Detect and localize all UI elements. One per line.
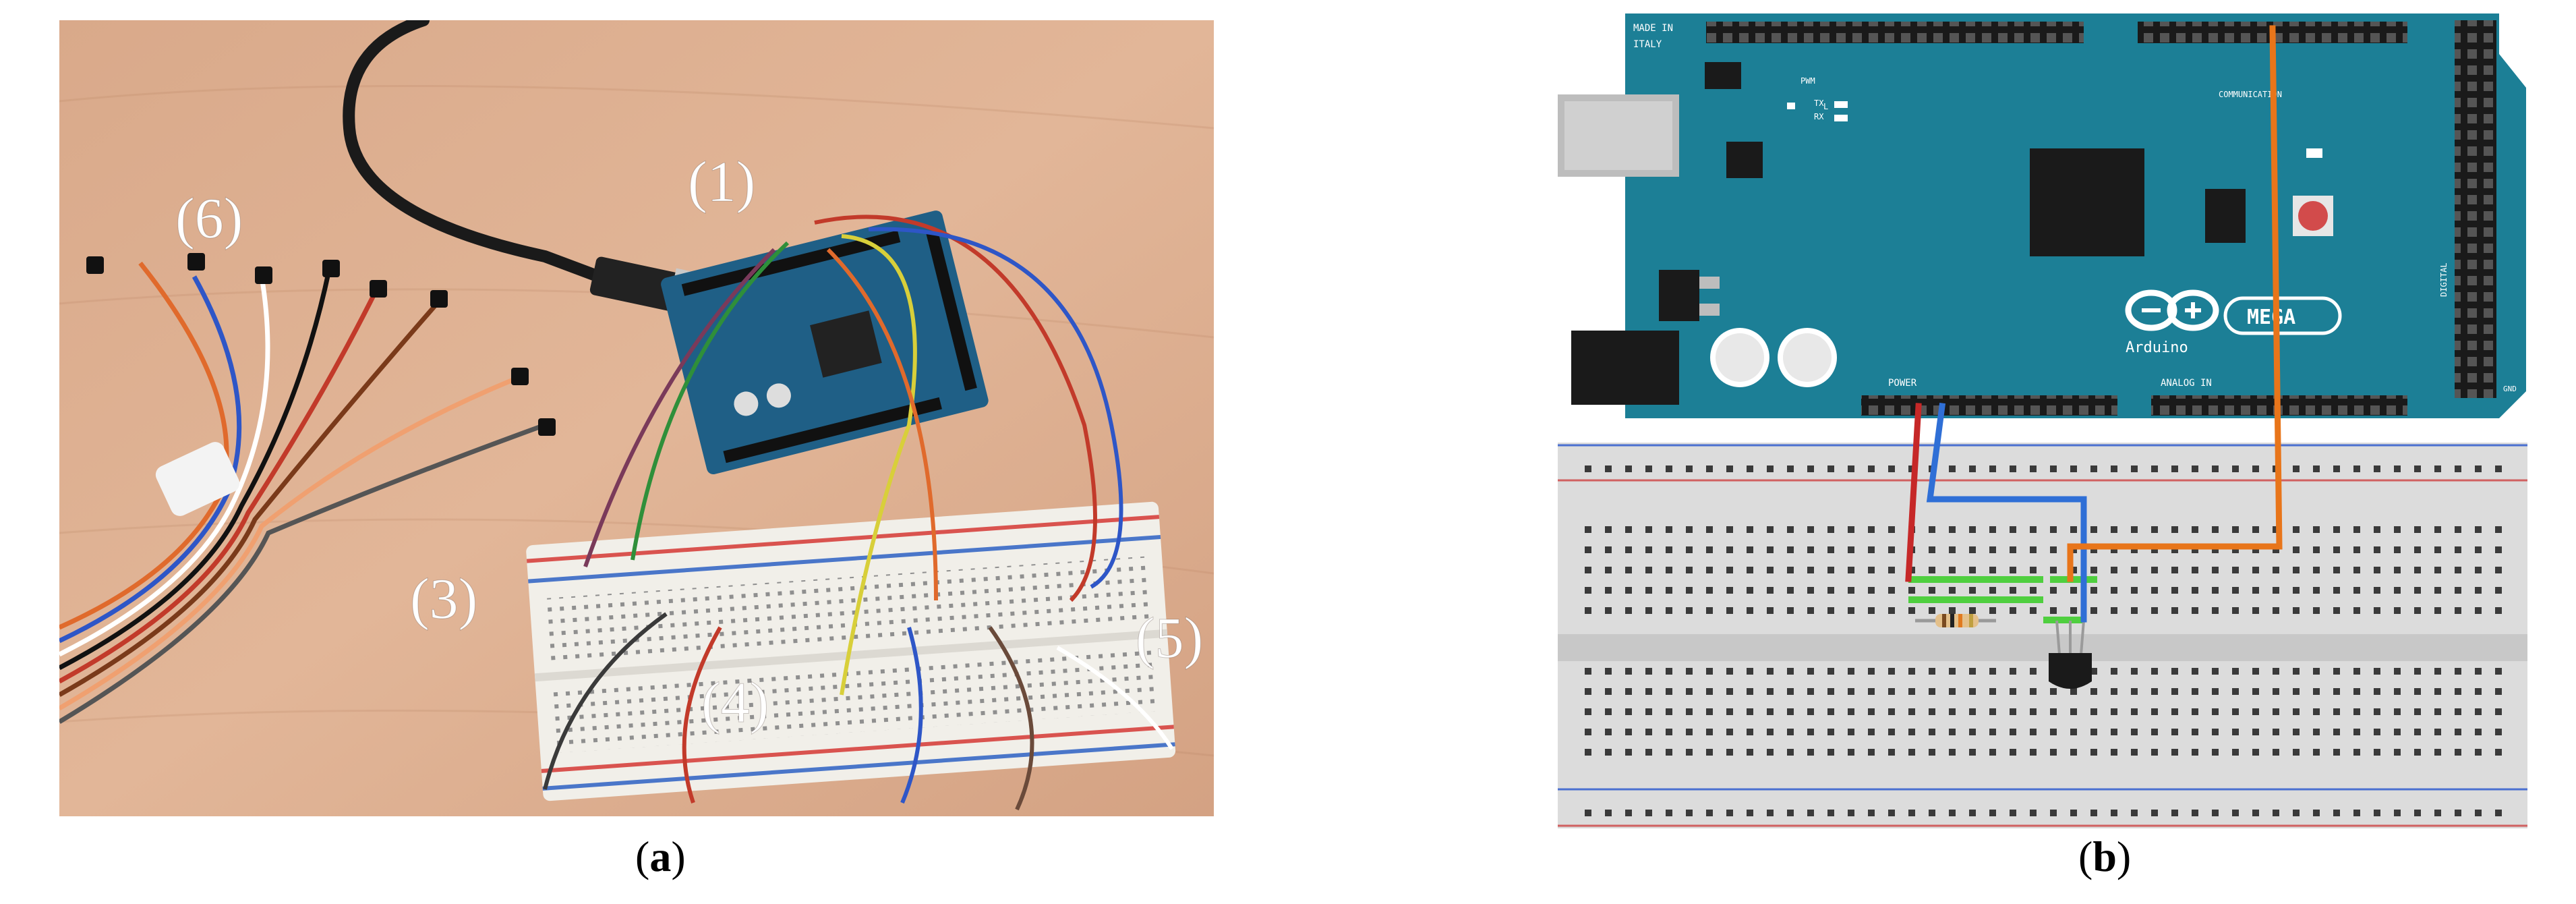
caption-a-open: (: [635, 832, 650, 880]
caption-a-close: ): [671, 832, 686, 880]
led-l-text: L: [1823, 102, 1828, 111]
temperature-sensor: [2049, 620, 2092, 689]
wire-orange-signal: [2067, 25, 2283, 582]
label-breadboard: (3): [410, 566, 477, 631]
mega-model-text: MEGA: [2247, 306, 2295, 329]
italy-text: ITALY: [1633, 39, 1662, 50]
connection-wires: [1905, 25, 2283, 623]
power-text: POWER: [1888, 378, 1917, 389]
breadboard-photo: [526, 501, 1176, 801]
label-sensors: (6): [175, 186, 243, 250]
analog-in-text: ANALOG IN: [2161, 378, 2212, 389]
green-jumpers: [1908, 576, 2097, 623]
wire-red-5v: [1905, 403, 1922, 582]
power-jack: [1571, 331, 1679, 405]
arduino-mega-board: Arduino MEGA MADE IN ITALY PWM L TX RX C…: [1558, 13, 2526, 418]
made-in-text: MADE IN: [1633, 23, 1673, 34]
caption-b-letter: b: [2092, 832, 2117, 880]
label-resistor: (4): [701, 670, 769, 735]
photo-panel: (1) (3) (4) (5) (6): [59, 20, 1214, 816]
resistor: [1915, 614, 1996, 627]
temperature-sensor-bundle: [59, 253, 556, 725]
usb-cable: [343, 20, 605, 283]
usb-plug: [589, 256, 682, 312]
schematic-panel: Arduino MEGA MADE IN ITALY PWM L TX RX C…: [1558, 13, 2527, 830]
caption-b: (b): [2078, 835, 2131, 878]
label-arduino: (1): [688, 149, 755, 214]
breadboard: [1558, 443, 2527, 828]
microcontroller-chip: [2030, 148, 2144, 256]
arduino-logo: [2125, 289, 2219, 331]
photo-illustration: (1) (3) (4) (5) (6): [59, 20, 1214, 816]
gnd-text: GND: [2503, 385, 2517, 393]
arduino-board-photo: [661, 210, 989, 474]
caption-a-letter: a: [649, 832, 672, 880]
wiring-diagram: Arduino MEGA MADE IN ITALY PWM L TX RX C…: [1558, 13, 2527, 828]
digital-text: DIGITAL: [2439, 262, 2449, 297]
caption-b-open: (: [2078, 832, 2093, 880]
wire-blue-gnd: [1926, 402, 2087, 623]
caption-a: (a): [635, 835, 686, 878]
label-connector: (5): [1136, 605, 1203, 670]
tx-text: TX: [1814, 98, 1824, 108]
jumper-wires-photo: [543, 215, 1174, 811]
pwm-text: PWM: [1801, 76, 1815, 86]
arduino-brand-text: Arduino: [2126, 339, 2188, 356]
caption-b-close: ): [2116, 832, 2132, 880]
rx-text: RX: [1814, 112, 1824, 121]
communication-text: COMMUNICATION: [2219, 90, 2282, 99]
